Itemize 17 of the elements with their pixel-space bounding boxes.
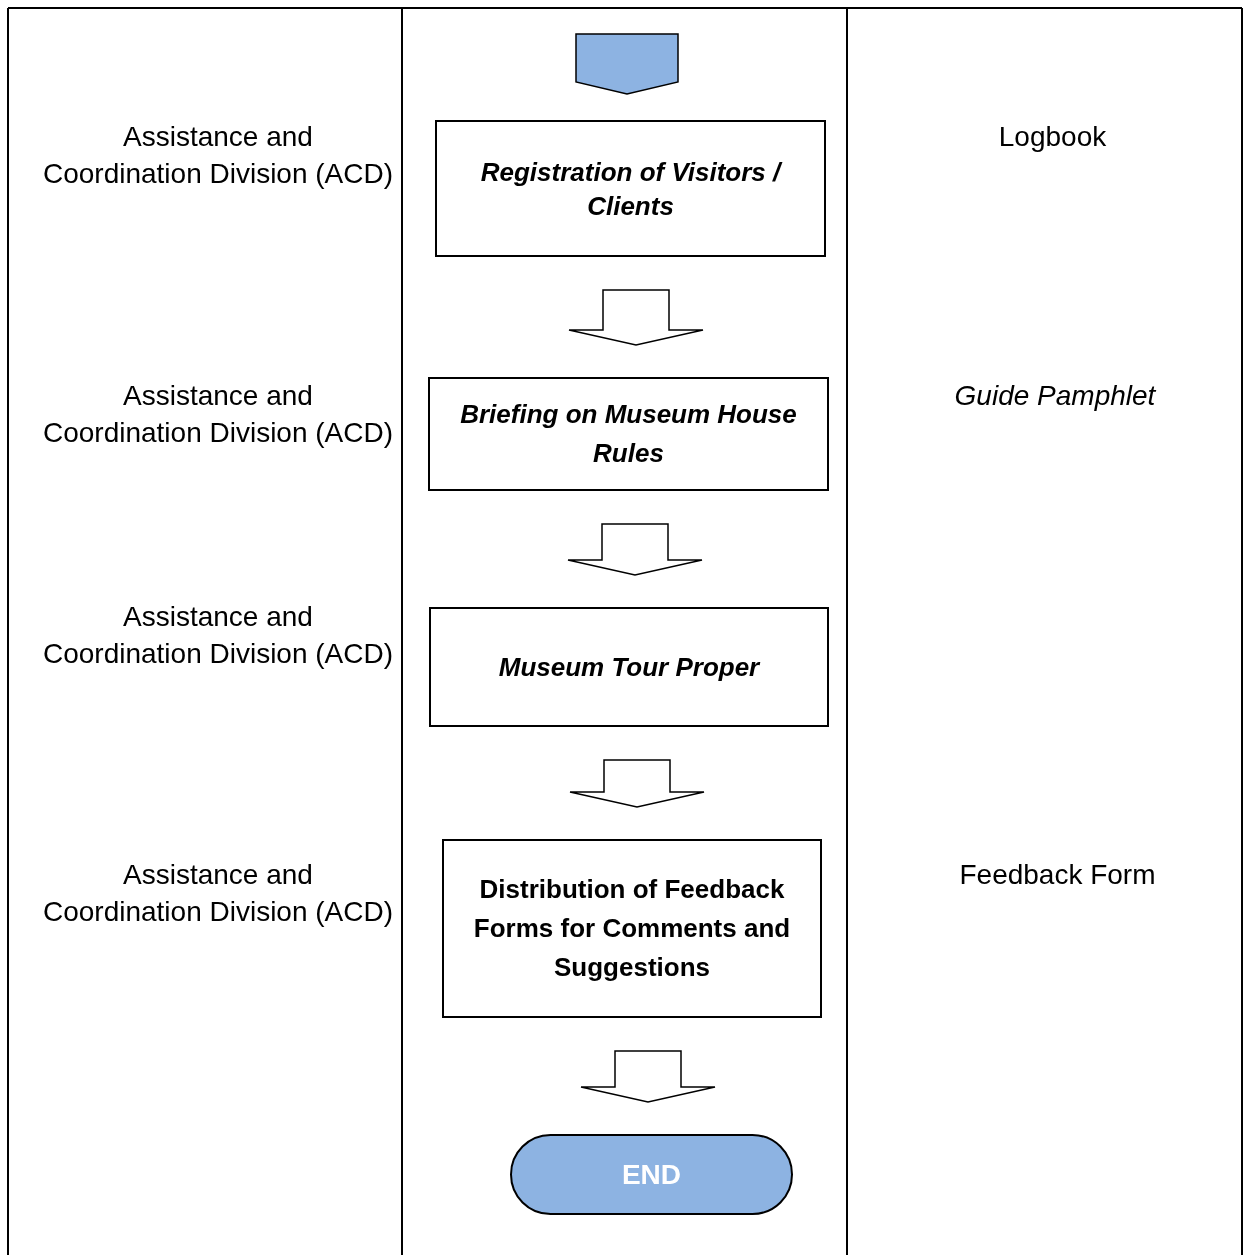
document-text: Feedback Form [958, 858, 1157, 892]
process-box: Registration of Visitors / Clients [435, 120, 826, 257]
block-arrow [568, 289, 704, 346]
document-text: Guide Pamphlet [953, 379, 1157, 413]
document-text: Logbook [997, 120, 1108, 154]
responsible-unit-text: Assistance and Coordination Division (ACD) [41, 858, 395, 929]
start-connector [575, 33, 679, 95]
process-box: Briefing on Museum House Rules [428, 377, 829, 491]
responsible-unit-text: Assistance and Coordination Division (ACD) [41, 600, 395, 671]
block-arrow [569, 759, 705, 808]
block-arrow [580, 1050, 716, 1103]
block-arrow [567, 523, 703, 576]
responsible-unit-text: Assistance and Coordination Division (ACD) [41, 120, 395, 191]
process-box: Museum Tour Proper [429, 607, 829, 727]
process-box: Distribution of Feedback Forms for Comments and Suggestions [442, 839, 822, 1018]
end-terminal: END [510, 1134, 793, 1215]
responsible-unit-text: Assistance and Coordination Division (ACD) [41, 379, 395, 450]
